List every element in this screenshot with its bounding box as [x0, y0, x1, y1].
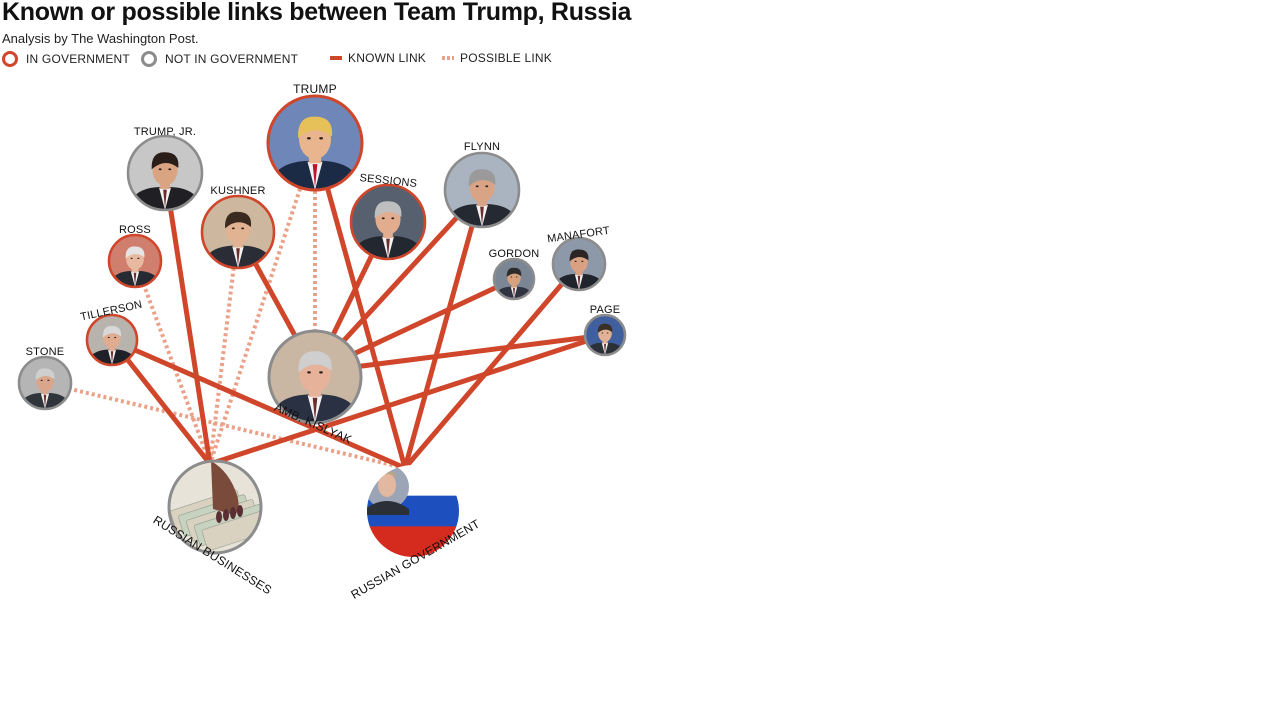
red-ring-icon: [2, 51, 18, 67]
node-russian-government[interactable]: RUSSIAN GOVERNMENT: [349, 465, 483, 602]
stone-ring: [17, 355, 73, 411]
kislyak-ring: [267, 329, 363, 425]
legend-not-in-government: NOT IN GOVERNMENT: [141, 51, 298, 67]
trump-ring: [266, 94, 364, 192]
ross-ring: [107, 233, 163, 289]
node-trump[interactable]: TRUMP: [266, 82, 364, 192]
link-stone-russian_government: [44, 381, 406, 470]
grey-ring-icon: [141, 51, 157, 67]
node-trump-jr[interactable]: TRUMP, JR.: [126, 126, 204, 212]
legend-in-government-label: IN GOVERNMENT: [26, 52, 130, 66]
flynn-ring: [443, 151, 521, 229]
sessions-ring: [349, 183, 427, 261]
link-flynn-russian_government: [402, 189, 485, 469]
legend-possible-link-label: POSSIBLE LINK: [460, 51, 552, 65]
legend: IN GOVERNMENT NOT IN GOVERNMENT KNOWN LI…: [2, 51, 642, 69]
node-tillerson[interactable]: TILLERSON: [79, 299, 143, 367]
gordon-label: GORDON: [489, 248, 540, 260]
kushner-label: KUSHNER: [210, 185, 265, 197]
link-tillerson-russian_businesses: [110, 338, 212, 466]
manafort-ring: [551, 236, 607, 292]
legend-known-link-label: KNOWN LINK: [348, 51, 427, 65]
kushner-ring: [200, 194, 276, 270]
node-manafort[interactable]: MANAFORT: [546, 225, 611, 292]
dotted-line-icon: [442, 56, 454, 60]
node-russian-businesses[interactable]: RUSSIAN BUSINESSES: [151, 459, 275, 597]
page-title: Known or possible links between Team Tru…: [2, 0, 632, 26]
trump-label: TRUMP: [293, 82, 337, 96]
node-kushner[interactable]: KUSHNER: [200, 185, 276, 270]
node-flynn[interactable]: FLYNN: [443, 141, 521, 229]
link-manafort-russian_government: [403, 262, 581, 470]
link-page-russian_businesses: [209, 332, 606, 467]
russian-businesses-ring: [167, 459, 263, 555]
tillerson-ring: [85, 313, 139, 367]
link-tillerson-russian_government: [110, 337, 407, 471]
legend-in-government: IN GOVERNMENT: [2, 51, 130, 67]
node-stone[interactable]: STONE: [17, 346, 73, 411]
page-label: PAGE: [590, 304, 621, 316]
node-sessions[interactable]: SESSIONS: [349, 172, 427, 261]
link-trump-russian_businesses: [208, 142, 317, 465]
link-kushner-russian_businesses: [208, 231, 240, 465]
solid-line-icon: [330, 56, 342, 60]
russian-businesses-money-hand-icon: [169, 461, 261, 553]
legend-not-in-government-label: NOT IN GOVERNMENT: [165, 52, 299, 66]
byline: Analysis by The Washington Post.: [2, 31, 199, 46]
node-kislyak[interactable]: AMB. KISLYAK: [267, 329, 363, 447]
trump-jr-ring: [126, 134, 204, 212]
flynn-label: FLYNN: [464, 141, 500, 153]
ross-label: ROSS: [119, 224, 151, 236]
link-trump-russian_government: [312, 142, 408, 469]
link-page-kislyak: [314, 332, 606, 375]
link-trump_jr-russian_businesses: [162, 172, 213, 465]
link-ross-russian_businesses: [133, 260, 212, 465]
node-ross[interactable]: ROSS: [107, 224, 163, 289]
legend-known-link: KNOWN LINK: [330, 51, 426, 65]
stone-label: STONE: [26, 346, 65, 358]
gordon-ring: [492, 257, 536, 301]
legend-possible-link: POSSIBLE LINK: [442, 51, 552, 65]
page-ring: [583, 313, 627, 357]
node-gordon[interactable]: GORDON: [489, 248, 540, 301]
trump-jr-label: TRUMP, JR.: [134, 126, 196, 138]
node-page[interactable]: PAGE: [583, 304, 627, 357]
